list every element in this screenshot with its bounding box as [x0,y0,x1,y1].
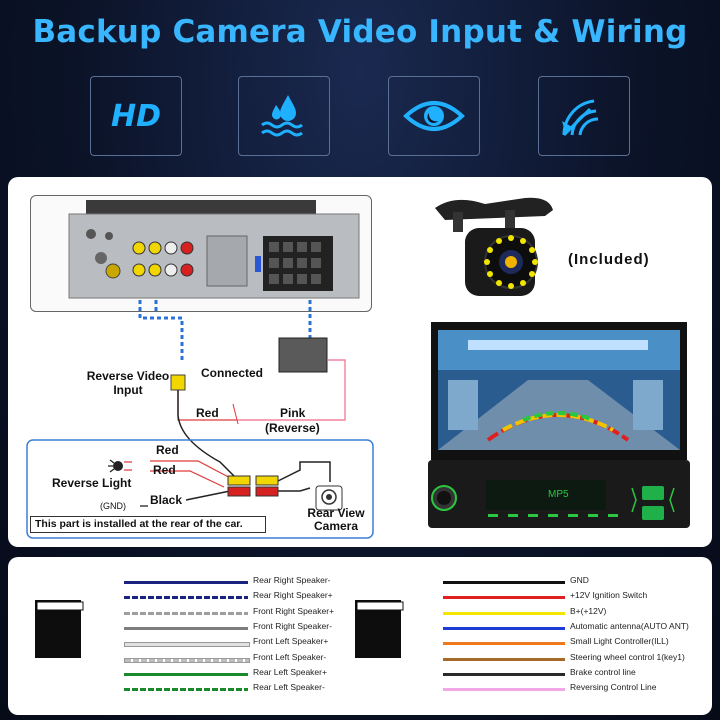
feature-hd: HD [90,76,182,156]
hd-icon: HD [110,98,161,134]
wire-label: Front Left Speaker- [253,651,327,662]
feature-night-vision [388,76,480,156]
wire-color-line [443,581,565,584]
black-wire-label: Black [150,493,183,507]
wire-color-line [124,642,250,648]
wire-color-line [443,688,565,692]
connector-left-icon [35,600,84,658]
wire-label: Front Right Speaker- [253,620,332,631]
wire-label: Rear Left Speaker+ [253,666,327,677]
wire-row: GND [0,575,720,589]
wire-label: Front Right Speaker+ [253,605,335,616]
wire-row: Front Right Speaker+ [0,606,720,620]
wire-row: Front Right Speaker- [0,621,720,635]
wire-label: Small Light Controller(ILL) [570,636,669,647]
wire-color-line [443,626,565,630]
wire-row: Automatic antenna(AUTO ANT) [0,621,720,635]
red-wire-label-top: Red [196,406,219,420]
wire-label: Rear Left Speaker- [253,682,325,693]
wire-row: Front Left Speaker+ [0,636,720,650]
feature-waterproof [238,76,330,156]
wire-color-line [443,657,565,661]
head-unit-front: MP5 [428,320,690,530]
wire-row: Rear Left Speaker+ [0,667,720,681]
wire-color-line [124,611,248,615]
waterproof-icon [261,95,303,137]
wire-label: Rear Right Speaker- [253,575,331,585]
wide-angle-icon [562,99,599,137]
reverse-video-input-label: Reverse Video Input [86,369,170,397]
feature-wide-angle [538,76,630,156]
screen-mode-label: MP5 [548,489,569,500]
wire-label: Front Left Speaker+ [253,636,329,647]
wire-row: Rear Right Speaker- [0,575,720,589]
wire-row: B+(+12V) [0,606,720,620]
head-unit-screen-illustration [428,322,690,528]
wire-color-line [124,657,250,663]
wire-color-line [443,611,565,615]
page-title: Backup Camera Video Input & Wiring [32,14,688,50]
wire-row: Rear Right Speaker+ [0,590,720,604]
wire-row: Small Light Controller(ILL) [0,636,720,650]
wire-color-line [443,672,565,676]
red-wire-label-2: Red [153,463,176,477]
head-unit-rear-panel [30,195,372,312]
wire-label: +12V Ignition Switch [570,590,648,601]
wire-label: Automatic antenna(AUTO ANT) [570,620,689,631]
wire-color-line [124,688,248,692]
wire-label: Rear Right Speaker+ [253,590,333,601]
reverse-light-label: Reverse Light [52,476,132,490]
wire-row: Steering wheel control 1(key1) [0,652,720,666]
wire-row: Rear Left Speaker- [0,682,720,696]
wire-row: Brake control line [0,667,720,681]
reverse-paren-label: (Reverse) [265,421,320,435]
head-unit-illustration [68,200,360,299]
pink-wire-label: Pink [280,406,306,420]
connector-right-icon [355,600,404,658]
rear-install-note: This part is installed at the rear of th… [30,516,266,533]
wire-label: Brake control line [570,666,636,677]
wire-color-line [124,626,248,630]
gnd-label: (GND) [100,501,126,511]
wire-label: GND [570,575,589,585]
rear-view-camera-label: Rear View Camera [307,506,365,533]
red-wire-label-1: Red [156,443,179,457]
included-label: (Included) [568,251,650,268]
wire-row: +12V Ignition Switch [0,590,720,604]
wire-color-line [443,596,565,600]
wire-label: B+(+12V) [570,605,607,616]
night-vision-eye-icon [403,101,465,131]
wire-color-line [124,596,248,600]
wire-color-line [443,642,565,646]
connected-label: Connected [201,366,264,380]
wire-label: Steering wheel control 1(key1) [570,651,685,662]
wire-color-line [124,581,248,584]
wire-color-line [124,672,248,676]
backup-camera-image [435,197,553,296]
wire-row: Front Left Speaker- [0,652,720,666]
wire-label: Reversing Control Line [570,682,657,693]
wire-row: Reversing Control Line [0,682,720,696]
